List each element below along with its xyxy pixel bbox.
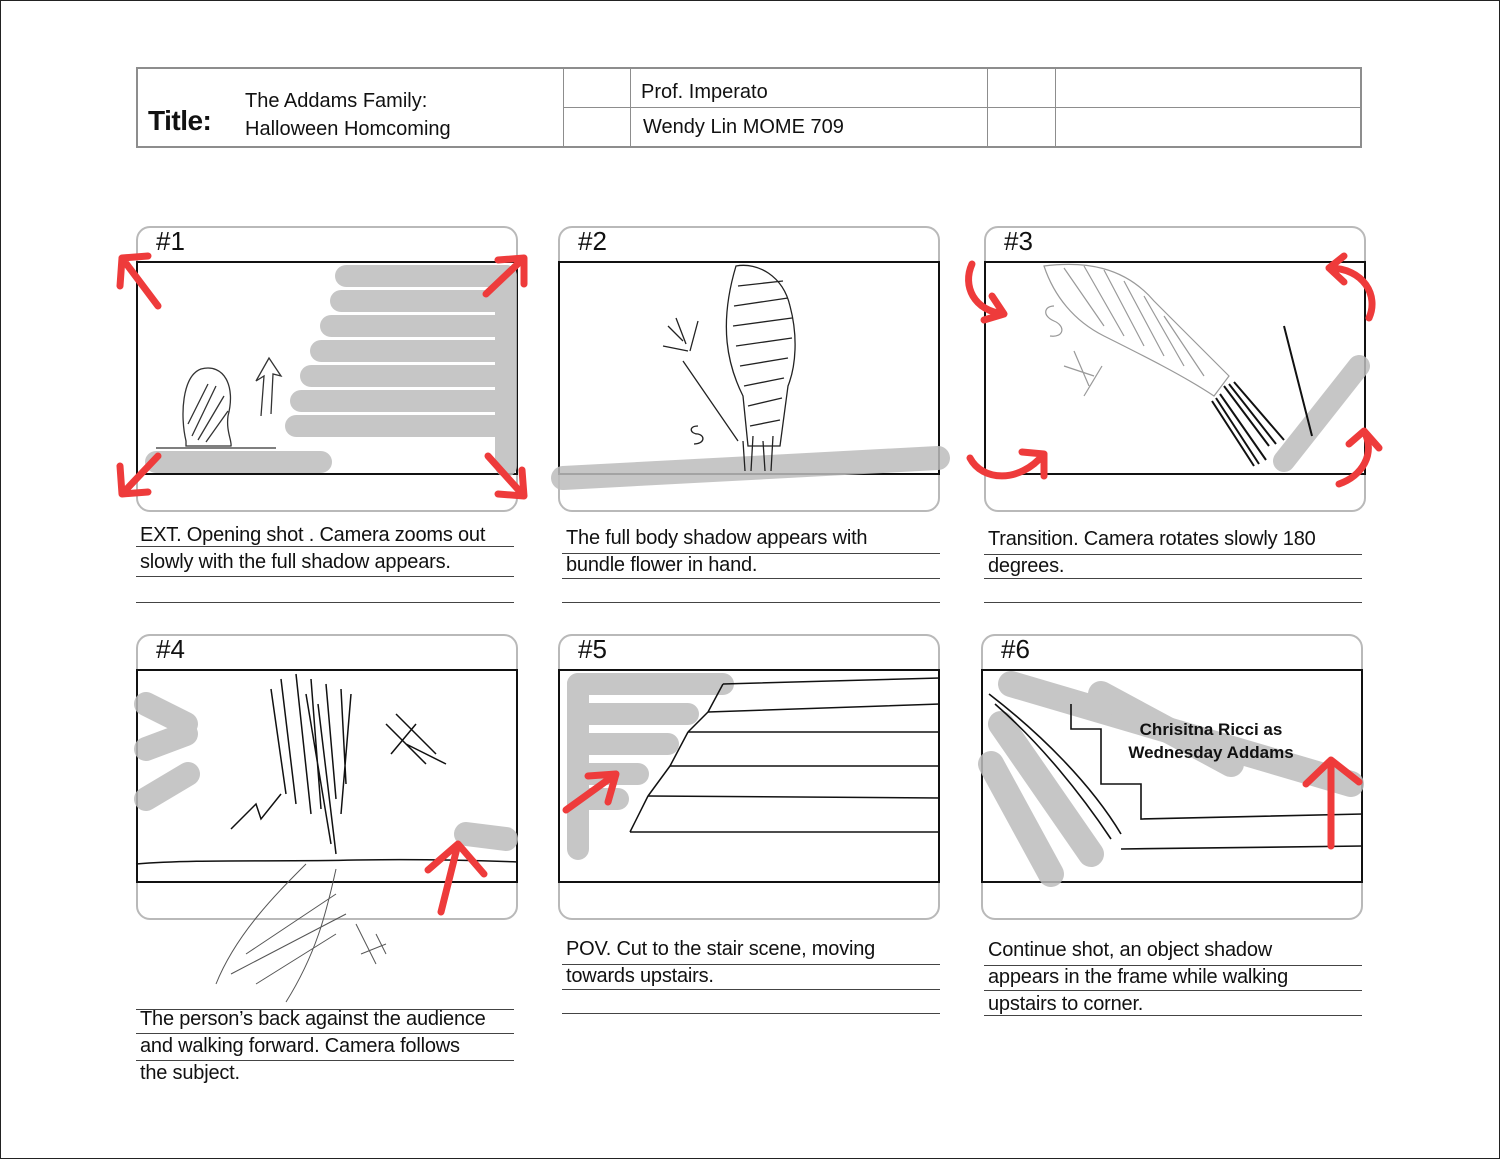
panel-number: #3 bbox=[1004, 226, 1033, 256]
caption-text: Continue shot, an object shadow appears … bbox=[988, 937, 1288, 1018]
film-title-line-2: Halloween Homcoming bbox=[245, 118, 451, 140]
caption-rule bbox=[984, 578, 1362, 579]
caption-rule bbox=[984, 965, 1362, 966]
caption-line: EXT. Opening shot . Camera zooms out bbox=[140, 524, 486, 546]
panel-number: #4 bbox=[156, 634, 185, 664]
film-title-line-1: The Addams Family: bbox=[245, 90, 428, 112]
sketch-staircase bbox=[562, 673, 941, 860]
professor-name: Prof. Imperato bbox=[641, 81, 768, 103]
caption-rule bbox=[984, 990, 1362, 991]
caption-rule bbox=[984, 602, 1362, 603]
caption-rule bbox=[136, 546, 514, 547]
cast-overlay-line-1: Chrisitna Ricci as bbox=[1139, 720, 1283, 739]
caption-text: The full body shadow appears with bundle… bbox=[566, 525, 868, 579]
caption-rule bbox=[984, 1015, 1362, 1016]
panel-number: #1 bbox=[156, 226, 185, 256]
caption-rule bbox=[136, 602, 514, 603]
author-name: Wendy Lin MOME 709 bbox=[643, 116, 844, 138]
header-divider bbox=[563, 107, 1360, 108]
caption-text: Transition. Camera rotates slowly 180 de… bbox=[988, 526, 1316, 580]
caption-line: degrees. bbox=[988, 555, 1065, 577]
caption-rule bbox=[562, 578, 940, 579]
caption-panel-3: Transition. Camera rotates slowly 180 de… bbox=[984, 524, 1362, 614]
caption-line: slowly with the full shadow appears. bbox=[140, 551, 451, 573]
caption-panel-1: EXT. Opening shot . Camera zooms out slo… bbox=[136, 520, 514, 610]
caption-panel-5: POV. Cut to the stair scene, moving towa… bbox=[562, 934, 940, 1024]
caption-rule bbox=[136, 1060, 514, 1061]
panel-number: #2 bbox=[578, 226, 607, 256]
caption-text: POV. Cut to the stair scene, moving towa… bbox=[566, 936, 875, 990]
caption-rule bbox=[984, 554, 1362, 555]
title-block: Title: The Addams Family: Halloween Homc… bbox=[136, 67, 1362, 148]
caption-line: Continue shot, an object shadow bbox=[988, 939, 1272, 961]
caption-text: The person’s back against the audience a… bbox=[140, 1006, 486, 1087]
cast-overlay-label: Chrisitna Ricci as Wednesday Addams bbox=[1121, 718, 1301, 764]
caption-line: towards upstairs. bbox=[566, 965, 714, 987]
caption-line: appears in the frame while walking bbox=[988, 966, 1289, 988]
caption-panel-4: The person’s back against the audience a… bbox=[136, 1006, 514, 1096]
film-title: The Addams Family: Halloween Homcoming bbox=[245, 87, 451, 143]
sketch-corner-stairs bbox=[978, 671, 1364, 887]
caption-line: bundle flower in hand. bbox=[566, 554, 758, 576]
caption-panel-6: Continue shot, an object shadow appears … bbox=[984, 935, 1362, 1025]
caption-rule bbox=[562, 602, 940, 603]
caption-line: The person’s back against the audience bbox=[140, 1008, 486, 1030]
panel-number: #6 bbox=[1001, 634, 1030, 664]
caption-line: upstairs to corner. bbox=[988, 993, 1144, 1015]
sketch-figure-walking bbox=[134, 673, 519, 1003]
title-label: Title: bbox=[148, 105, 212, 136]
caption-panel-2: The full body shadow appears with bundle… bbox=[562, 523, 940, 613]
caption-rule bbox=[562, 1013, 940, 1014]
caption-line: the subject. bbox=[140, 1062, 240, 1084]
caption-line: and walking forward. Camera follows bbox=[140, 1035, 460, 1057]
panel-number: #5 bbox=[578, 634, 607, 664]
caption-rule bbox=[136, 1033, 514, 1034]
caption-line: POV. Cut to the stair scene, moving bbox=[566, 938, 876, 960]
caption-rule bbox=[562, 964, 940, 965]
caption-rule bbox=[136, 1009, 514, 1010]
caption-rule bbox=[136, 576, 514, 577]
sketch-stairs-shadow bbox=[116, 252, 528, 500]
caption-rule bbox=[562, 989, 940, 990]
caption-line: The full body shadow appears with bbox=[566, 527, 868, 549]
cast-overlay-line-2: Wednesday Addams bbox=[1128, 743, 1294, 762]
caption-rule bbox=[562, 553, 940, 554]
sketch-rotating-shadow bbox=[965, 252, 1383, 488]
caption-line: Transition. Camera rotates slowly 180 bbox=[988, 528, 1316, 550]
sketch-figure-with-flowers bbox=[551, 264, 950, 490]
caption-text: EXT. Opening shot . Camera zooms out slo… bbox=[140, 522, 485, 576]
